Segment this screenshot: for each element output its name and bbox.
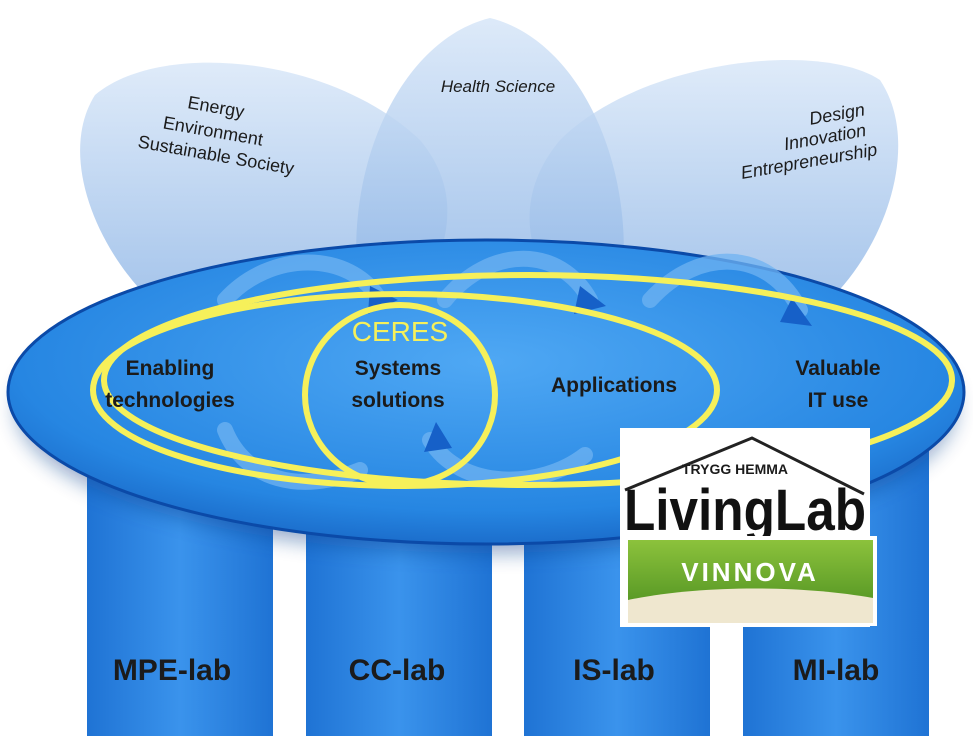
- pillar-label-is: IS-lab: [573, 654, 655, 687]
- ellipse-labels: Enabling technologies Systems solutions …: [105, 357, 880, 412]
- pillar-label-mpe: MPE-lab: [113, 654, 231, 687]
- living-lab-main-text: LivingLab: [624, 478, 866, 543]
- label-systems-2: solutions: [351, 389, 444, 412]
- petal-center: [356, 18, 624, 300]
- living-lab-roof-icon: [624, 436, 865, 496]
- highlight-rings: [90, 272, 955, 489]
- arrow-head-5-icon: [424, 422, 452, 452]
- arrow-head-2-icon: [574, 286, 606, 314]
- pillar-label-cc: CC-lab: [349, 654, 446, 687]
- label-systems-1: Systems: [355, 357, 441, 380]
- label-enabling-2: technologies: [105, 389, 235, 412]
- pillar-label-mi: MI-lab: [793, 654, 880, 687]
- vinnova-logo: VINNOVA: [624, 536, 877, 626]
- label-valuable-1: Valuable: [795, 357, 880, 380]
- petal-group: [80, 18, 899, 300]
- petal-center-label: Health Science: [441, 77, 555, 96]
- petal-left: [80, 62, 448, 300]
- label-applications: Applications: [551, 374, 677, 397]
- vinnova-text: VINNOVA: [681, 557, 819, 587]
- pillar-labels: MPE-lab CC-lab IS-lab MI-lab: [113, 654, 880, 687]
- ring-large: [101, 272, 955, 488]
- ring-small: [302, 302, 498, 488]
- living-lab-top-text: TRYGG HEMMA: [682, 461, 788, 477]
- ceres-label: CERES: [352, 316, 448, 347]
- label-valuable-2: IT use: [808, 389, 869, 412]
- arrow-2-icon: [437, 250, 598, 308]
- arrow-head-3-icon: [780, 298, 812, 326]
- label-enabling-1: Enabling: [126, 357, 215, 380]
- vinnova-swoosh-icon: [628, 588, 873, 623]
